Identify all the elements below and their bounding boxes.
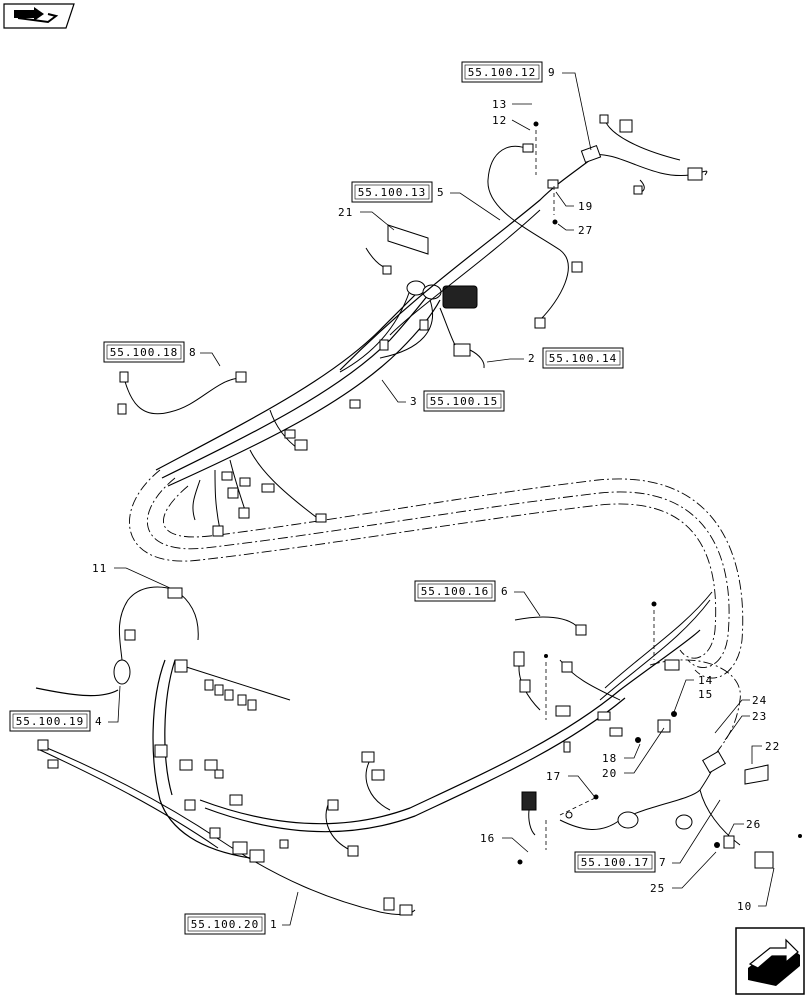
ref-55-100-20[interactable]: 55.100.20 1 [184, 891, 299, 935]
ref-55-100-12[interactable]: 55.100.12 9 [461, 61, 592, 151]
svg-text:4: 4 [95, 715, 103, 728]
harness-top-right [339, 114, 708, 371]
svg-text:55.100.20: 55.100.20 [191, 918, 260, 931]
ref-55-100-19[interactable]: 55.100.19 4 [9, 685, 121, 732]
svg-text:55.100.17: 55.100.17 [581, 856, 650, 869]
callout-26: 26 [746, 818, 761, 831]
callout-24: 24 [752, 694, 767, 707]
ref-55-100-16[interactable]: 55.100.16 6 [414, 580, 541, 617]
callout-25: 25 [650, 882, 665, 895]
callout-27: 27 [578, 224, 593, 237]
callout-numbers: 13 12 19 27 21 11 14 15 24 23 22 18 20 1… [92, 98, 780, 913]
next-page-arrow-icon[interactable] [735, 927, 805, 995]
callout-20: 20 [602, 767, 617, 780]
callout-15: 15 [698, 688, 713, 701]
ref-55-100-18[interactable]: 55.100.18 8 [103, 341, 221, 367]
harness-lower-left [35, 586, 416, 916]
svg-text:8: 8 [189, 346, 197, 359]
harness-8 [117, 371, 247, 415]
svg-text:55.100.15: 55.100.15 [430, 395, 499, 408]
callout-17: 17 [546, 770, 561, 783]
harness-7 [517, 750, 802, 869]
svg-text:55.100.16: 55.100.16 [421, 585, 490, 598]
svg-text:55.100.18: 55.100.18 [110, 346, 179, 359]
ref-55-100-17[interactable]: 55.100.17 7 [574, 799, 721, 873]
view-direction-icon[interactable] [3, 3, 75, 29]
callout-13: 13 [492, 98, 507, 111]
svg-text:55.100.12: 55.100.12 [468, 66, 537, 79]
ref-55-100-15[interactable]: 55.100.15 3 [381, 379, 505, 412]
harness-crossing-right [199, 591, 713, 857]
ref-55-100-13[interactable]: 55.100.13 5 [351, 181, 501, 221]
reference-boxes: 55.100.12 9 55.100.13 5 55.100.18 8 55.1… [9, 61, 721, 935]
svg-text:2: 2 [528, 352, 536, 365]
callout-16: 16 [480, 832, 495, 845]
svg-text:55.100.13: 55.100.13 [358, 186, 427, 199]
callout-12: 12 [492, 114, 507, 127]
ref-55-100-14[interactable]: 55.100.14 2 [486, 347, 624, 369]
junction-connectors [379, 280, 485, 369]
main-harness-upper [155, 289, 441, 537]
label-sticker-21 [387, 224, 429, 255]
callout-23: 23 [752, 710, 767, 723]
svg-text:7: 7 [659, 856, 667, 869]
svg-text:5: 5 [437, 186, 445, 199]
callout-19: 19 [578, 200, 593, 213]
svg-text:55.100.19: 55.100.19 [16, 715, 85, 728]
svg-text:9: 9 [548, 66, 556, 79]
harness-loop-dashed [128, 469, 744, 761]
svg-text:55.100.14: 55.100.14 [549, 352, 618, 365]
svg-text:6: 6 [501, 585, 509, 598]
callout-14: 14 [698, 674, 713, 687]
callout-22: 22 [765, 740, 780, 753]
callout-21: 21 [338, 206, 353, 219]
callout-11: 11 [92, 562, 107, 575]
harness-6 [513, 601, 680, 753]
svg-text:3: 3 [410, 395, 418, 408]
callout-10: 10 [737, 900, 752, 913]
svg-text:1: 1 [270, 918, 278, 931]
callout-18: 18 [602, 752, 617, 765]
